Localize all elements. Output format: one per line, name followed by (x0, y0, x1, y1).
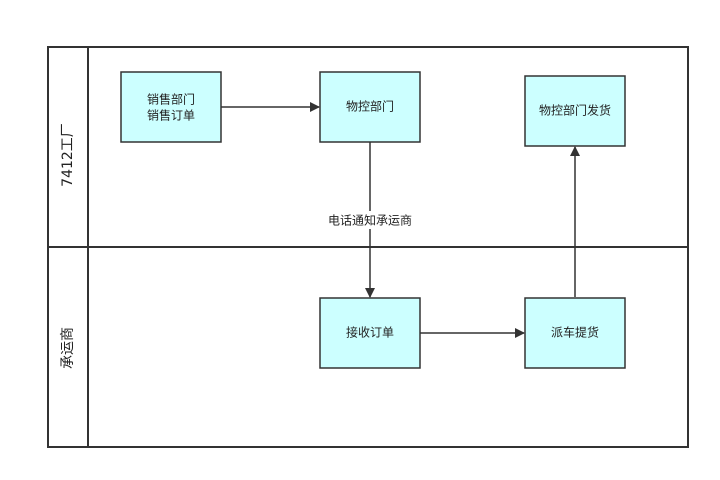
node-receive-box (319, 297, 421, 369)
node-control-label: 物控部门 (346, 99, 394, 114)
node-ship-box (524, 75, 626, 147)
node-ship[interactable]: 物控部门发货 (524, 75, 626, 147)
node-ship-label: 物控部门发货 (539, 103, 611, 118)
node-control-box (319, 71, 421, 143)
node-dispatch[interactable]: 派车提货 (524, 297, 626, 369)
node-control[interactable]: 物控部门 (319, 71, 421, 143)
node-receive[interactable]: 接收订单 (319, 297, 421, 369)
node-dispatch-box (524, 297, 626, 369)
edge-label-bg (322, 211, 418, 229)
node-sales-line-1: 销售部门 (147, 92, 195, 107)
lane-title-factory: 7412工厂 (60, 123, 76, 187)
node-dispatch-label: 派车提货 (551, 325, 599, 340)
node-sales-line-2: 销售订单 (147, 108, 195, 123)
node-sales[interactable]: 销售部门 销售订单 (120, 71, 222, 143)
node-receive-label: 接收订单 (346, 325, 394, 340)
edge-label-notify-carrier: 电话通知承运商 (328, 213, 412, 228)
lane-title-carrier: 承运商 (60, 327, 76, 369)
node-sales-box (120, 71, 222, 143)
